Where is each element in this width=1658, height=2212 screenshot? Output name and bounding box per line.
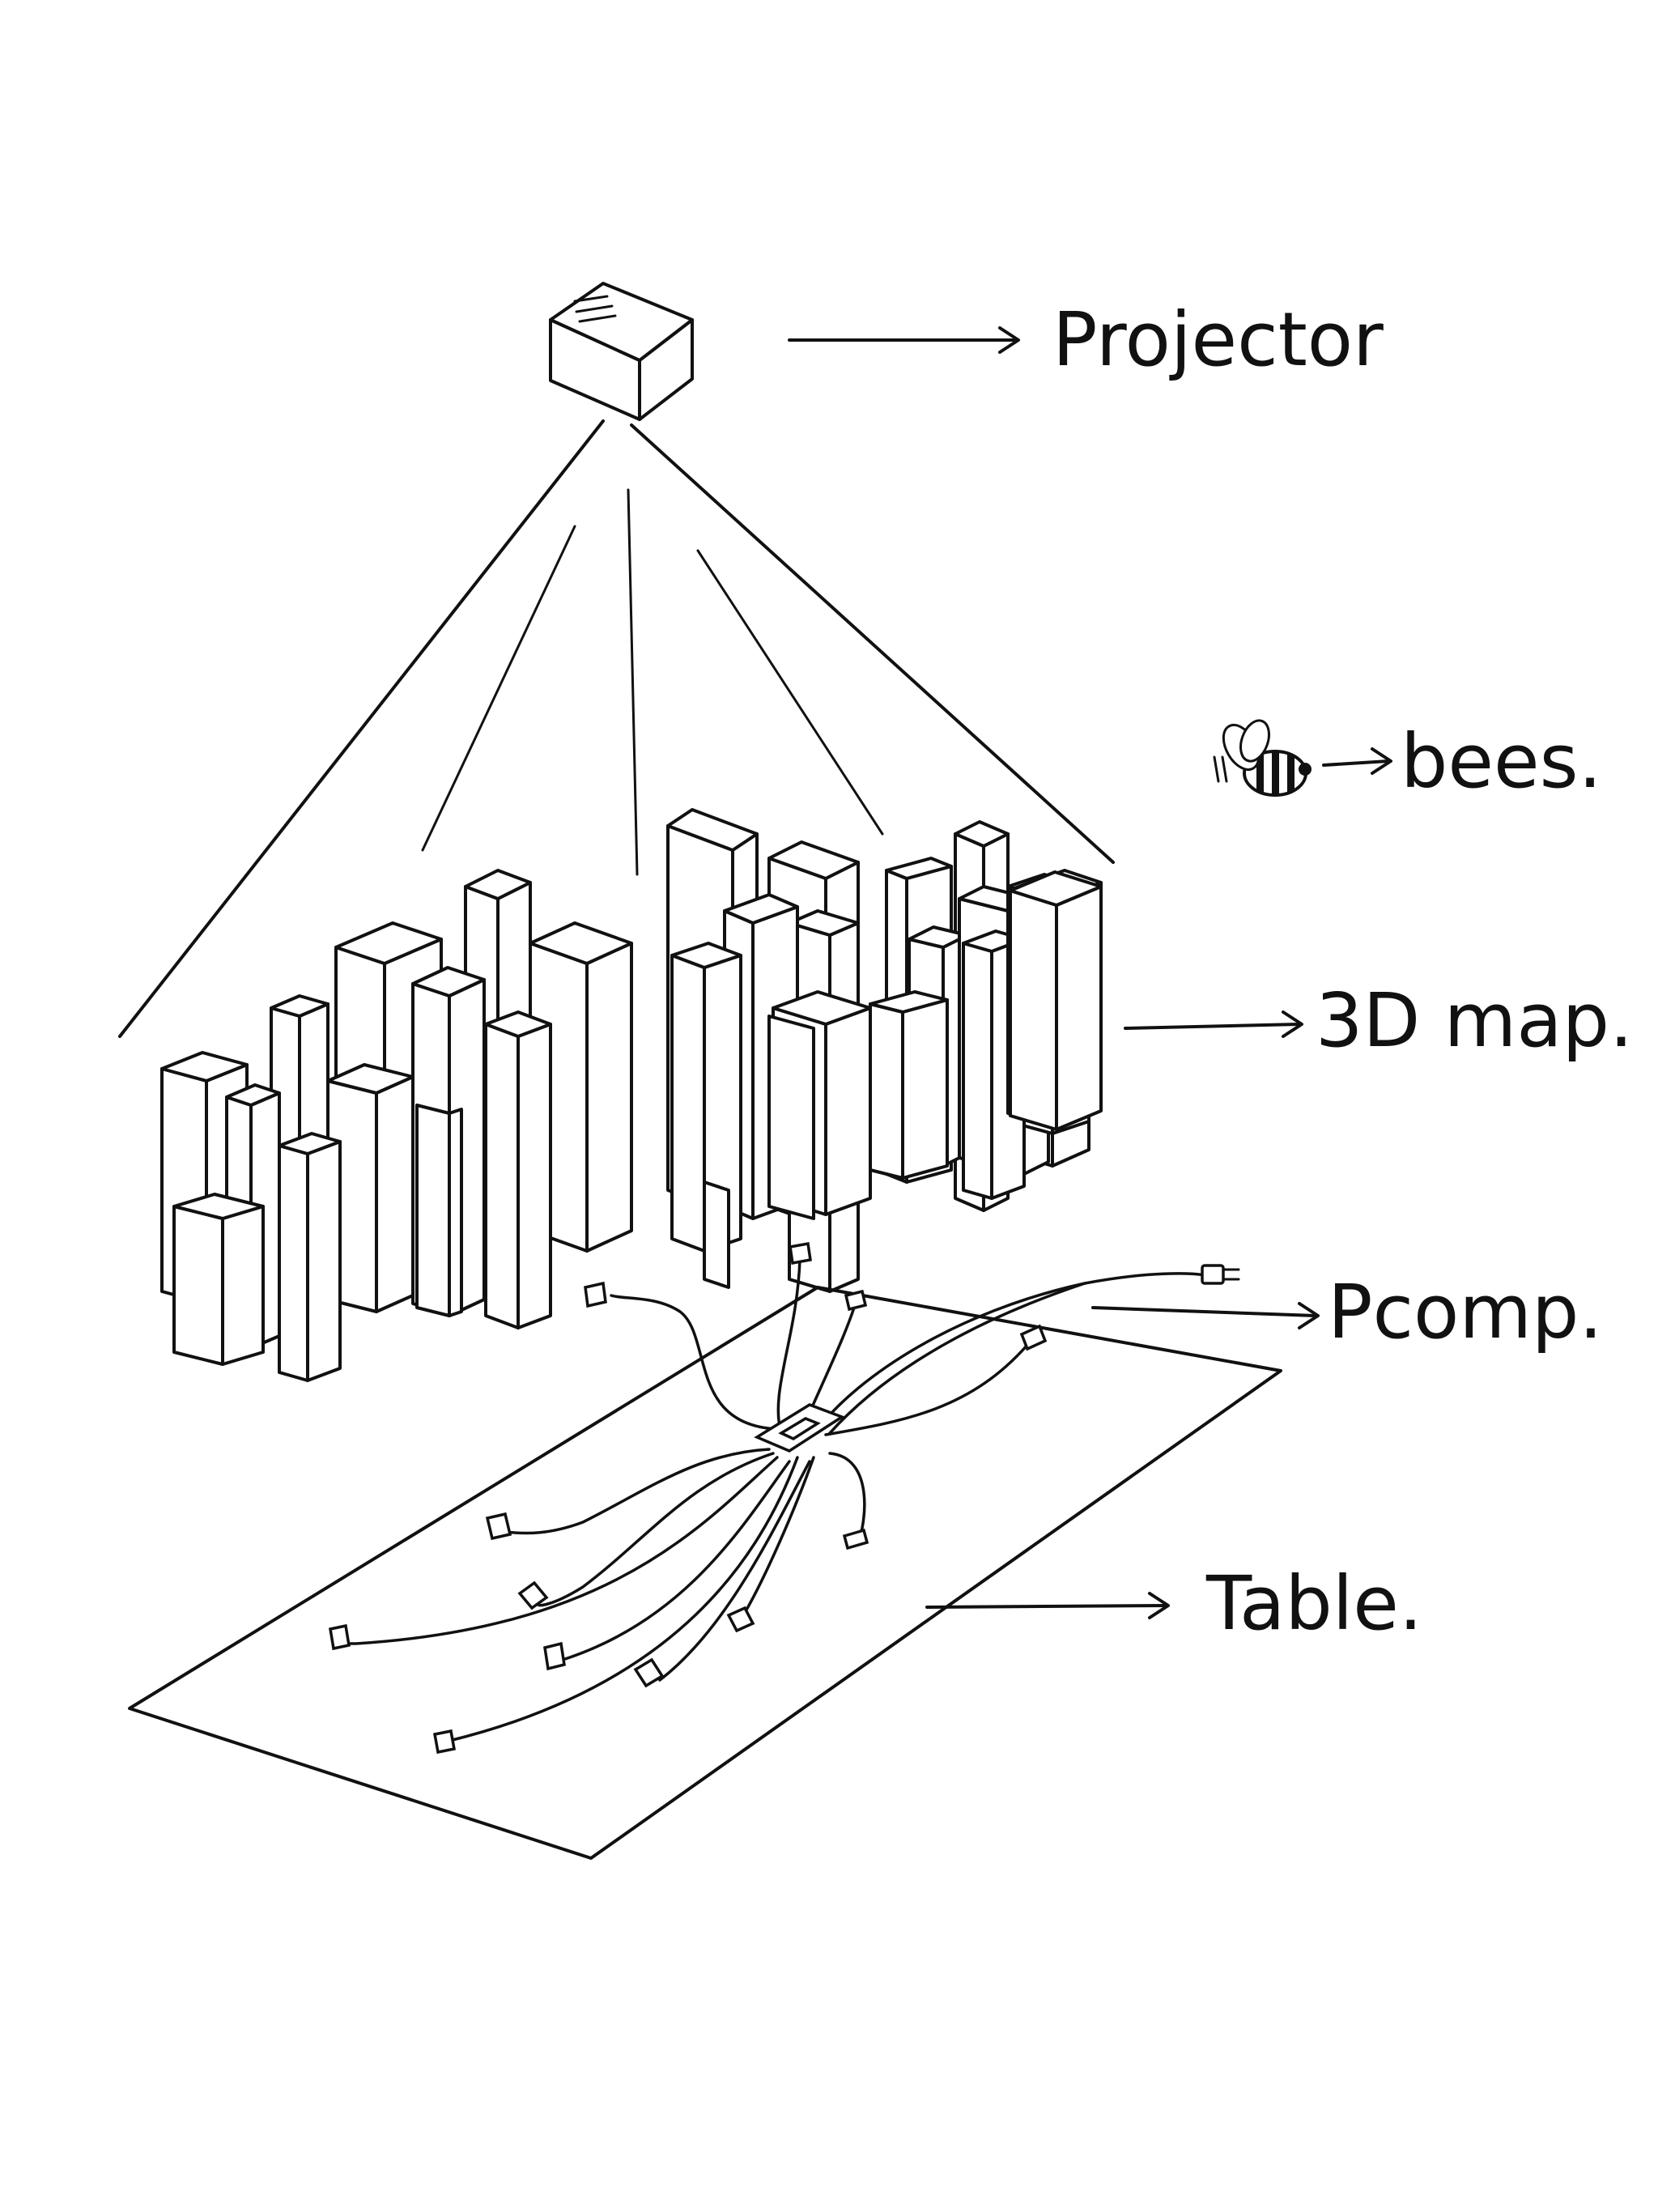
sensor xyxy=(328,1623,351,1651)
arrow-projector xyxy=(788,326,1020,354)
map-block xyxy=(172,1193,265,1366)
sensor xyxy=(432,1729,457,1755)
bee-icon xyxy=(1213,719,1312,797)
sensor xyxy=(584,1281,607,1308)
label-projector: Projector xyxy=(1052,296,1384,383)
map-block xyxy=(484,1010,552,1329)
arrow-pcomp xyxy=(1091,1302,1320,1329)
arrow-bees xyxy=(1322,747,1392,775)
map-block xyxy=(1009,870,1103,1131)
map-block xyxy=(670,942,742,1253)
sensor xyxy=(726,1606,755,1633)
sensor xyxy=(485,1512,512,1541)
map-block xyxy=(703,1180,730,1289)
label-bees: bees. xyxy=(1401,718,1602,805)
power-plug-icon xyxy=(1201,1264,1240,1285)
label-pcomp: Pcomp. xyxy=(1328,1269,1603,1355)
label-3d-map: 3D map. xyxy=(1316,977,1634,1064)
label-table: Table. xyxy=(1206,1560,1423,1647)
sensor xyxy=(633,1657,665,1688)
sensor xyxy=(842,1528,869,1551)
sensor xyxy=(543,1641,566,1671)
map-block xyxy=(869,990,949,1180)
map-block xyxy=(415,1104,463,1317)
sensor xyxy=(517,1580,549,1610)
label-arrows xyxy=(788,326,1392,1619)
3d-map-blocks xyxy=(160,808,1103,1382)
map-block xyxy=(529,921,633,1253)
arrow-3d-map xyxy=(1124,1010,1303,1038)
projector-icon xyxy=(549,282,694,421)
arrow-table xyxy=(925,1592,1170,1619)
map-block xyxy=(767,1015,815,1220)
projection-beams xyxy=(118,419,1115,1038)
sensors xyxy=(328,1241,1048,1755)
pcomp-wiring xyxy=(342,1257,1208,1742)
sensor xyxy=(1019,1324,1048,1351)
map-block xyxy=(278,1132,342,1382)
pcomp-chip xyxy=(778,1417,821,1440)
sensor xyxy=(844,1289,868,1312)
table-surface xyxy=(128,1286,1282,1860)
sensor xyxy=(789,1241,812,1266)
